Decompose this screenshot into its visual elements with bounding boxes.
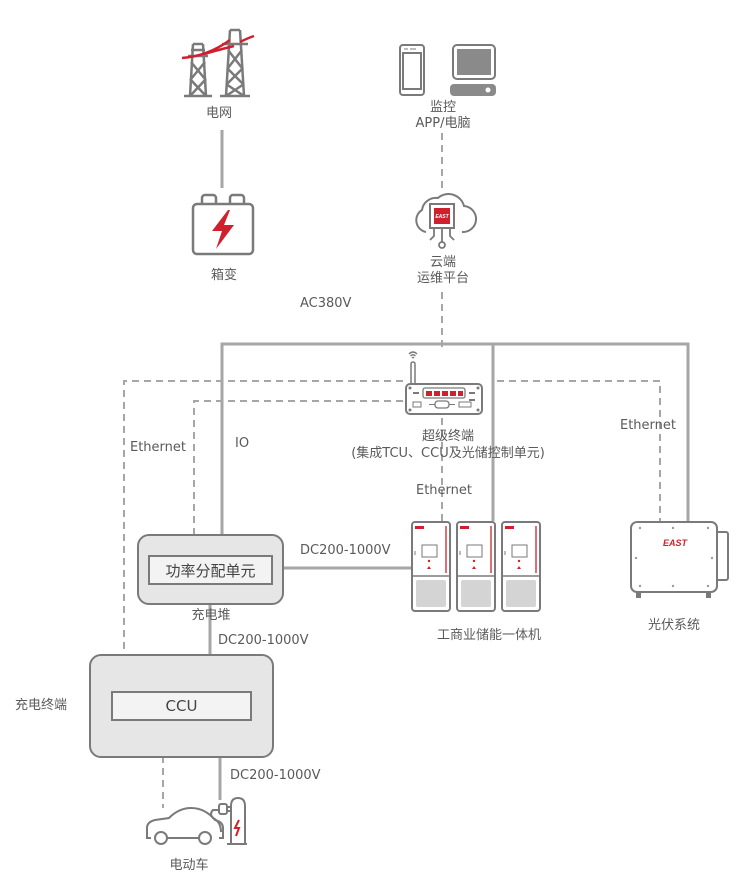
svg-text:EAST: EAST bbox=[435, 214, 449, 220]
wire-ac-bus bbox=[220, 342, 690, 535]
ev-charging-icon bbox=[146, 796, 247, 845]
ethernet-center-label: Ethernet bbox=[416, 483, 472, 498]
ethernet-left-label: Ethernet bbox=[130, 440, 186, 455]
dc-pile-terminal-label: DC200-1000V bbox=[218, 633, 309, 648]
monitor-label-line2: APP/电脑 bbox=[415, 116, 471, 131]
battery-bolt-icon bbox=[191, 193, 255, 256]
power-distribution-unit[interactable]: 功率分配单元 bbox=[148, 555, 273, 585]
super-terminal-label-line1: 超级终端 bbox=[421, 429, 475, 444]
pv-label: 光伏系统 bbox=[647, 618, 701, 633]
ethernet-right-label: Ethernet bbox=[620, 418, 676, 433]
ccu-unit[interactable]: CCU bbox=[111, 691, 252, 721]
monitor-label-line1: 监控 bbox=[429, 100, 457, 115]
io-label: IO bbox=[235, 436, 250, 451]
charging-pile[interactable]: 功率分配单元 bbox=[137, 534, 284, 605]
cloud-label-line2: 运维平台 bbox=[416, 271, 470, 286]
transformer-label: 箱变 bbox=[210, 268, 238, 283]
ac-voltage-label: AC380V bbox=[300, 296, 352, 311]
phone-and-computer-icon bbox=[399, 44, 496, 96]
router-icon bbox=[405, 351, 483, 415]
ev-label: 电动车 bbox=[169, 858, 209, 873]
pv-inverter-icon: EAST bbox=[630, 521, 729, 598]
super-terminal-label-line2: (集成TCU、CCU及光储控制单元) bbox=[351, 446, 545, 461]
svg-text:EAST: EAST bbox=[663, 538, 689, 548]
charging-pile-label: 充电堆 bbox=[191, 608, 231, 623]
dc-storage-label: DC200-1000V bbox=[300, 543, 391, 558]
wire-eth-router-pv bbox=[497, 380, 661, 521]
storage-cabinet-icon bbox=[411, 521, 541, 612]
storage-label: 工商业储能一体机 bbox=[436, 628, 542, 643]
wire-eth-router-pile bbox=[193, 400, 403, 535]
grid-label: 电网 bbox=[205, 106, 233, 121]
charging-terminal-label: 充电终端 bbox=[15, 698, 68, 713]
dc-terminal-ev-label: DC200-1000V bbox=[230, 768, 321, 783]
wire-eth-router-terminal bbox=[123, 380, 403, 655]
cloud-server-icon: EAST bbox=[415, 193, 477, 249]
cloud-label-line1: 云端 bbox=[429, 255, 457, 270]
power-tower-icon bbox=[181, 28, 255, 98]
charging-terminal[interactable]: CCU bbox=[89, 654, 274, 758]
